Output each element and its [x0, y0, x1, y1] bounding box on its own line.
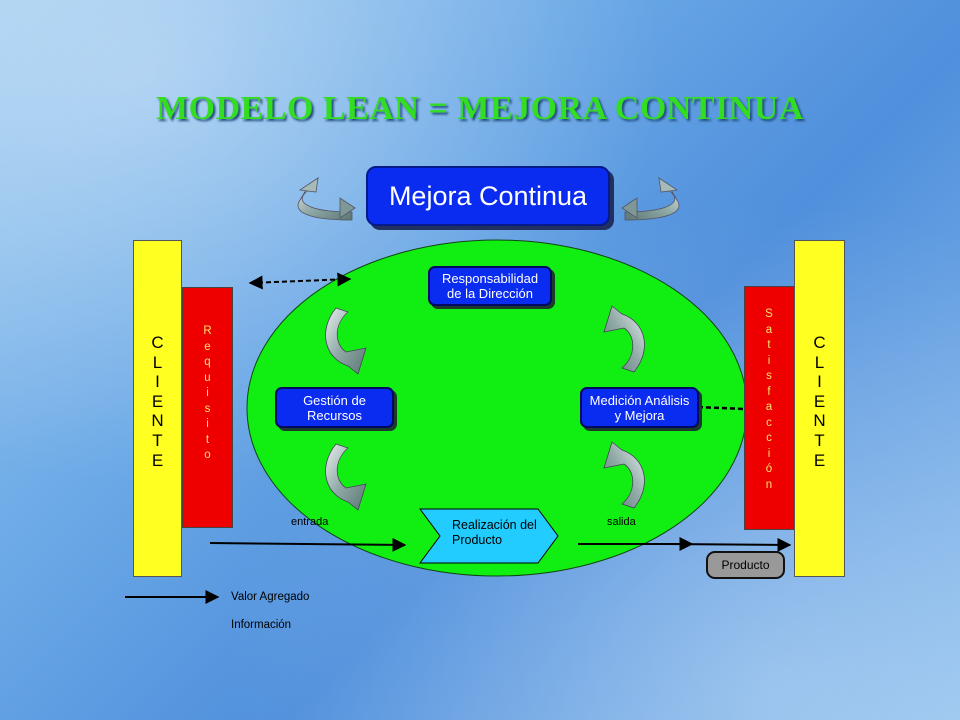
- satisfaccion-label: S a t i s f a c c i ó n: [765, 308, 773, 491]
- left-cliente-column: C L I E N T E: [133, 240, 182, 577]
- node-gestion-recursos: Gestión de Recursos: [275, 387, 394, 428]
- entrada-arrow: [209, 537, 407, 552]
- right-curved-arrow-icon: [621, 176, 680, 221]
- legend-valor-agregado: Valor Agregado: [231, 591, 310, 603]
- requisito-label: R e q u i s i t o: [203, 325, 212, 461]
- legend-informacion: Información: [231, 619, 292, 631]
- page-title: MODELO LEAN = MEJORA CONTINUA: [156, 90, 804, 127]
- node-medicion-label: Medición Análisis y Mejora: [589, 392, 690, 423]
- left-curved-arrow-icon: [297, 176, 356, 221]
- requisito-column: R e q u i s i t o: [182, 287, 233, 528]
- realizacion-process-shape: [419, 508, 559, 564]
- entrada-label: entrada: [291, 516, 329, 528]
- cycle-arrow-upper-right-icon: [603, 305, 645, 373]
- cycle-arrow-lower-left-icon: [325, 443, 367, 511]
- left-cliente-label: C L I E N T E: [151, 333, 164, 470]
- mejora-continua-box: Mejora Continua: [366, 166, 610, 226]
- producto-arrow: [665, 537, 792, 552]
- satisfaccion-column: S a t i s f a c c i ó n: [744, 286, 794, 530]
- node-responsabilidad-label: Responsabilidad de la Dirección: [441, 271, 539, 301]
- right-cliente-column: C L I E N T E: [794, 240, 845, 577]
- producto-box: Producto: [706, 551, 785, 579]
- information-arrow-top: [248, 272, 352, 290]
- cycle-arrow-lower-right-icon: [603, 441, 645, 509]
- salida-label: salida: [607, 516, 636, 528]
- node-realizacion-label: Realización del Producto: [452, 518, 537, 547]
- node-medicion: Medición Análisis y Mejora: [580, 387, 699, 428]
- node-gestion-label: Gestión de Recursos: [303, 392, 366, 423]
- right-cliente-label: C L I E N T E: [813, 333, 826, 470]
- cycle-arrow-upper-left-icon: [325, 307, 367, 375]
- node-responsabilidad: Responsabilidad de la Dirección: [428, 266, 552, 306]
